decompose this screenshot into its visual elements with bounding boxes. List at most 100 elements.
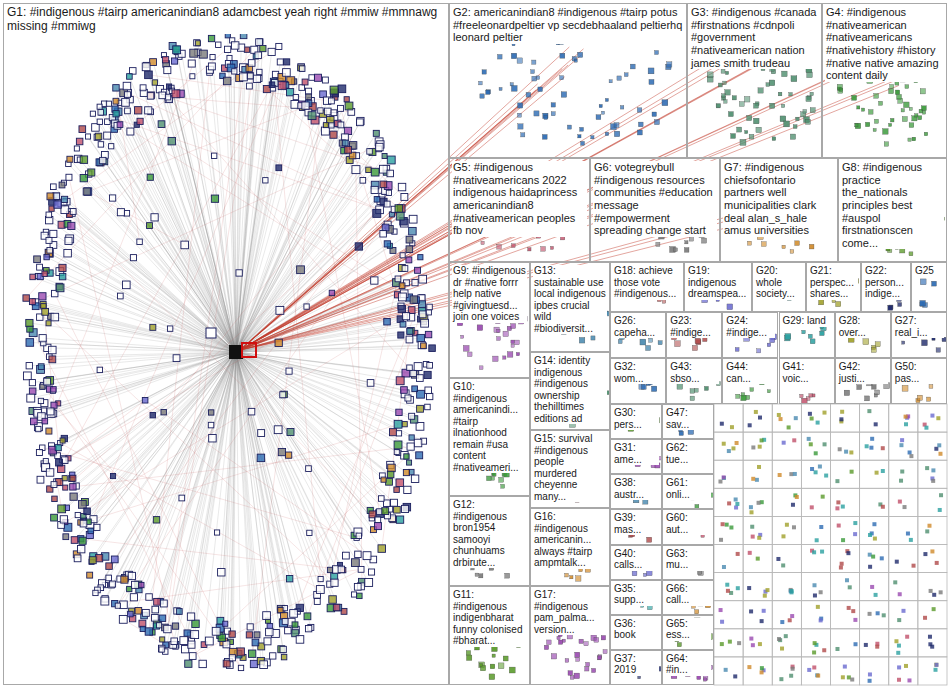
vertex-square (404, 486, 411, 493)
vertex-square (394, 420, 402, 428)
network-edge (125, 102, 236, 352)
vertex-square (839, 88, 843, 92)
vertex-square (654, 120, 659, 125)
vertex-square (394, 450, 399, 455)
vertex-square (806, 119, 811, 124)
vertex-square (396, 377, 404, 385)
vertex-square (560, 53, 565, 58)
vertex-square (127, 74, 133, 80)
vertex-square (293, 94, 298, 99)
vertex-square (609, 80, 612, 83)
vertex-square (747, 241, 751, 245)
vertex-square (398, 183, 405, 190)
vertex-square (58, 505, 66, 513)
vertex-square (890, 118, 894, 122)
vertex-square (236, 648, 244, 656)
vertex-square (419, 311, 426, 318)
vertex-square (59, 264, 66, 271)
vertex-square (402, 266, 408, 272)
vertex-square (702, 238, 707, 243)
vertex-square (728, 112, 733, 117)
vertex-square (67, 156, 73, 162)
vertex-square (263, 178, 268, 183)
vertex-square (515, 340, 520, 345)
network-edge (234, 71, 236, 352)
vertex-square (576, 576, 581, 581)
vertex-square (417, 334, 425, 342)
vertex-square (567, 125, 571, 129)
vertex-square (43, 459, 48, 464)
vertex-square (208, 422, 214, 428)
network-edge (115, 193, 389, 560)
vertex-square (360, 177, 366, 183)
network-edge (175, 352, 236, 647)
cross-group-edge (240, 86, 899, 350)
vertex-square (44, 254, 49, 259)
vertex-square (497, 245, 502, 250)
vertex-square (551, 103, 555, 107)
vertex-square (115, 603, 120, 608)
network-edge (45, 236, 236, 352)
vertex-square (60, 438, 65, 443)
vertex-square (685, 241, 688, 244)
vertex-square (601, 111, 604, 114)
vertex-square (110, 581, 116, 587)
vertex-square (88, 169, 95, 176)
vertex-square (125, 108, 131, 114)
vertex-square (211, 153, 216, 158)
vertex-square (414, 439, 422, 447)
network-edge (153, 62, 236, 352)
vertex-square (652, 112, 656, 116)
network-edge (133, 352, 236, 619)
vertex-square (836, 301, 841, 306)
vertex-square (394, 441, 402, 449)
vertex-square (209, 434, 217, 442)
vertex-square (79, 537, 86, 544)
vertex-square (721, 69, 725, 73)
network-edge (88, 192, 185, 245)
vertex-square (147, 93, 154, 100)
vertex-square (782, 71, 788, 77)
vertex-square (260, 661, 268, 669)
vertex-square (257, 454, 264, 461)
vertex-square (542, 135, 547, 140)
vertex-square (367, 380, 374, 387)
vertex-square (44, 377, 51, 384)
vertex-square (171, 58, 177, 64)
vertex-square (731, 134, 736, 139)
vertex-square (662, 100, 668, 106)
vertex-square (718, 83, 722, 87)
vertex-square (192, 620, 199, 627)
vertex-square (176, 609, 182, 615)
vertex-square (42, 418, 48, 424)
cross-group-edge (240, 63, 761, 350)
vertex-square (29, 380, 35, 386)
vertex-square (51, 514, 58, 521)
vertex-square (36, 426, 41, 431)
vertex-square (547, 640, 552, 645)
vertex-square (79, 126, 86, 133)
vertex-square (132, 581, 139, 588)
vertex-square (920, 279, 926, 285)
vertex-square (396, 516, 403, 523)
vertex-square (52, 496, 57, 501)
vertex-square (158, 645, 164, 651)
vertex-square (181, 241, 189, 249)
vertex-square (152, 80, 157, 85)
vertex-square (56, 459, 63, 466)
vertex-square (61, 196, 67, 202)
vertex-square (809, 244, 814, 249)
vertex-square (51, 482, 57, 488)
vertex-square (180, 637, 188, 645)
vertex-square (501, 484, 505, 488)
vertex-square (888, 305, 893, 310)
network-edge (288, 298, 422, 630)
vertex-square (95, 133, 102, 140)
vertex-square (898, 302, 902, 306)
vertex-square (283, 69, 291, 77)
vertex-square (791, 76, 797, 82)
vertex-square (137, 118, 143, 124)
vertex-square (239, 73, 247, 81)
vertex-square (395, 276, 401, 282)
